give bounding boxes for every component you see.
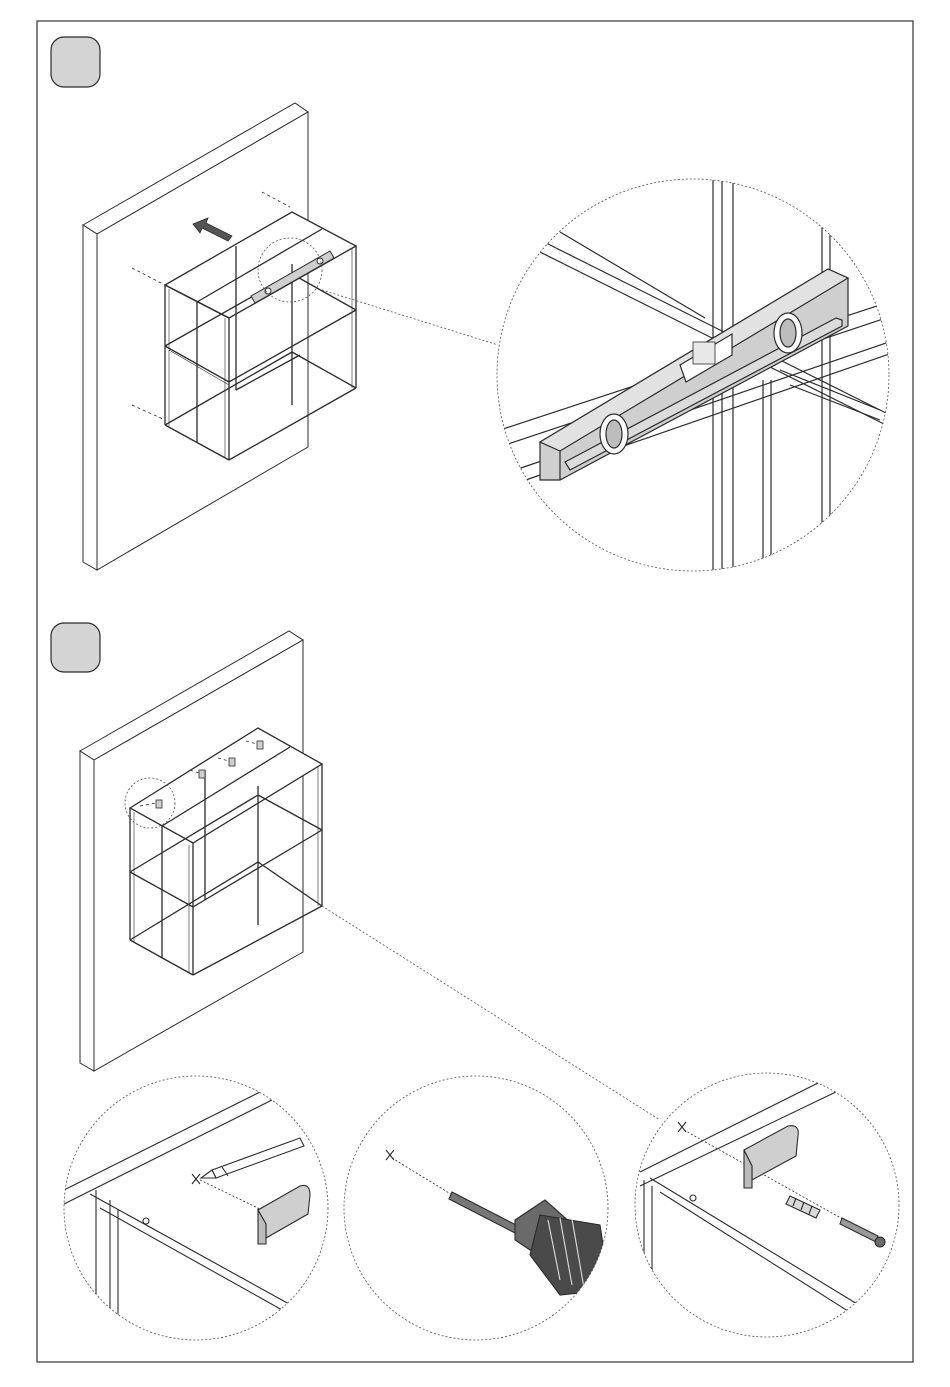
step-2-zoom-pencil-detail [60,1076,328,1345]
step-2-zoom-screw-detail [635,1072,900,1345]
step-2-zoom-drill-detail [344,1076,610,1340]
step-2-wall-panel [80,631,303,1071]
step-2-badge [51,623,100,672]
step-1-zoom-level-detail [497,175,900,580]
step-1-wall-panel [83,103,308,570]
step-1-zoom-connector [322,290,498,345]
step-1-badge [51,37,100,87]
